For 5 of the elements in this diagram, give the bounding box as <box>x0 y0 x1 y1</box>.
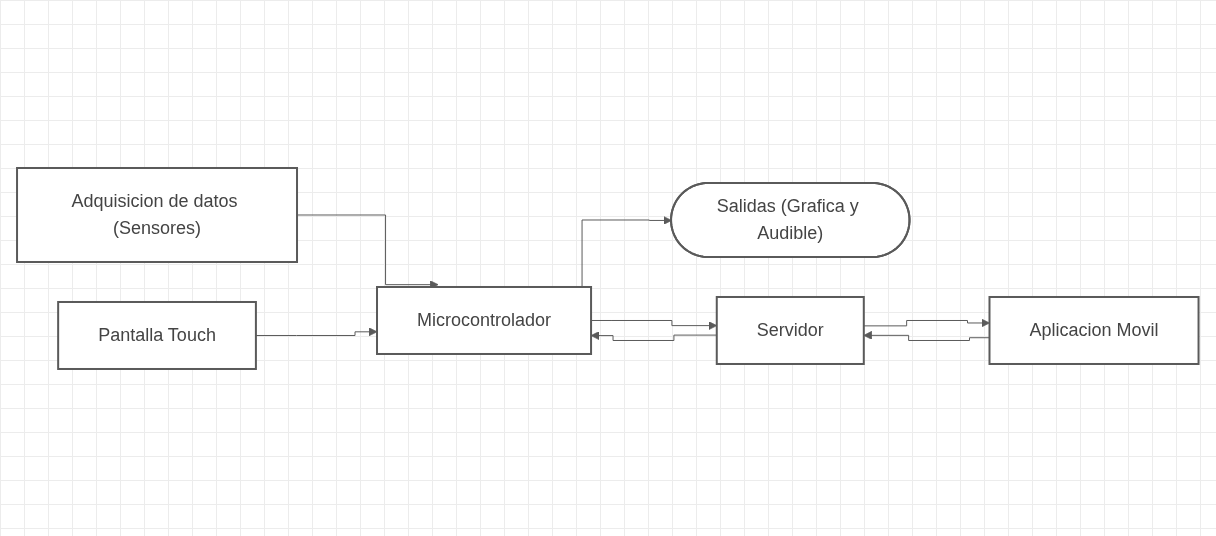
node-box: Aplicacion Movil <box>988 295 1200 365</box>
node-box: Servidor <box>715 295 865 365</box>
node-box: Pantalla Touch <box>57 300 258 370</box>
node-box: Microcontrolador <box>376 285 593 355</box>
node-box: Adquisicion de datos (Sensores) <box>16 166 299 263</box>
